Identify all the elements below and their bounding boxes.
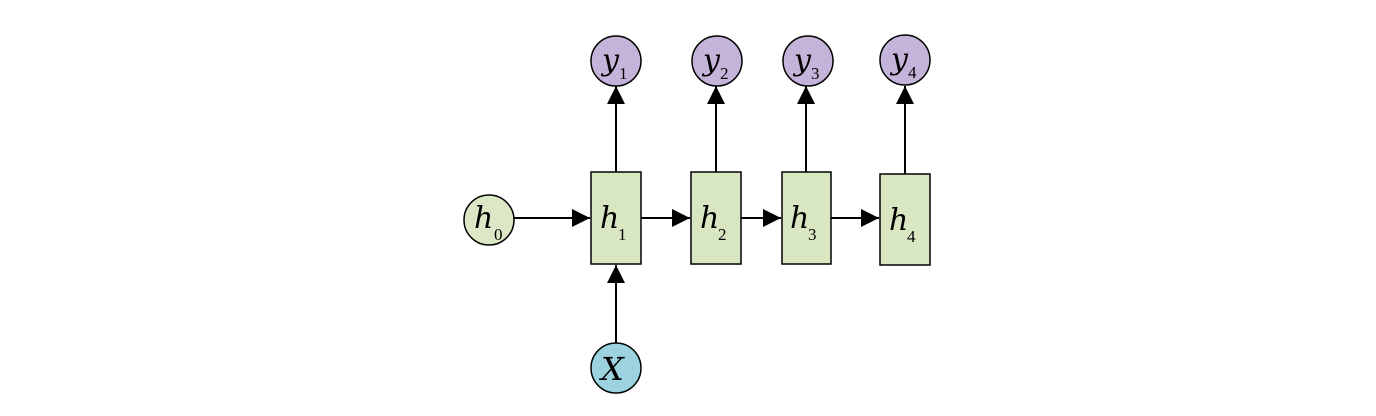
node-x-label: X bbox=[598, 350, 625, 388]
node-h0-subscript: 0 bbox=[494, 225, 503, 244]
node-h0: h 0 bbox=[463, 194, 515, 246]
node-h3: h 3 bbox=[781, 171, 832, 265]
node-h2: h 2 bbox=[690, 171, 742, 265]
node-h1: h 1 bbox=[590, 171, 642, 265]
node-h3-label: h bbox=[790, 201, 809, 236]
node-y4: y 4 bbox=[879, 34, 931, 86]
node-h4-subscript: 4 bbox=[907, 227, 916, 246]
node-h1-label: h bbox=[600, 201, 619, 236]
node-y4-label: y bbox=[889, 42, 909, 77]
node-h1-subscript: 1 bbox=[618, 225, 627, 244]
node-y3-label: y bbox=[792, 43, 812, 78]
node-y2: y 2 bbox=[691, 35, 743, 87]
node-h2-subscript: 2 bbox=[718, 225, 727, 244]
node-h3-subscript: 3 bbox=[808, 225, 817, 244]
node-x: X bbox=[590, 342, 642, 394]
node-y1: y 1 bbox=[590, 35, 642, 87]
node-h4: h 4 bbox=[879, 173, 931, 266]
node-y2-label: y bbox=[701, 43, 721, 78]
node-y3: y 3 bbox=[782, 35, 834, 87]
node-h2-label: h bbox=[700, 201, 719, 236]
node-y2-subscript: 2 bbox=[720, 64, 729, 83]
node-y3-subscript: 3 bbox=[811, 64, 820, 83]
node-h4-label: h bbox=[889, 203, 908, 238]
node-h0-label: h bbox=[474, 201, 493, 236]
node-y1-subscript: 1 bbox=[619, 64, 628, 83]
node-y4-subscript: 4 bbox=[908, 63, 917, 82]
node-y1-label: y bbox=[600, 43, 620, 78]
